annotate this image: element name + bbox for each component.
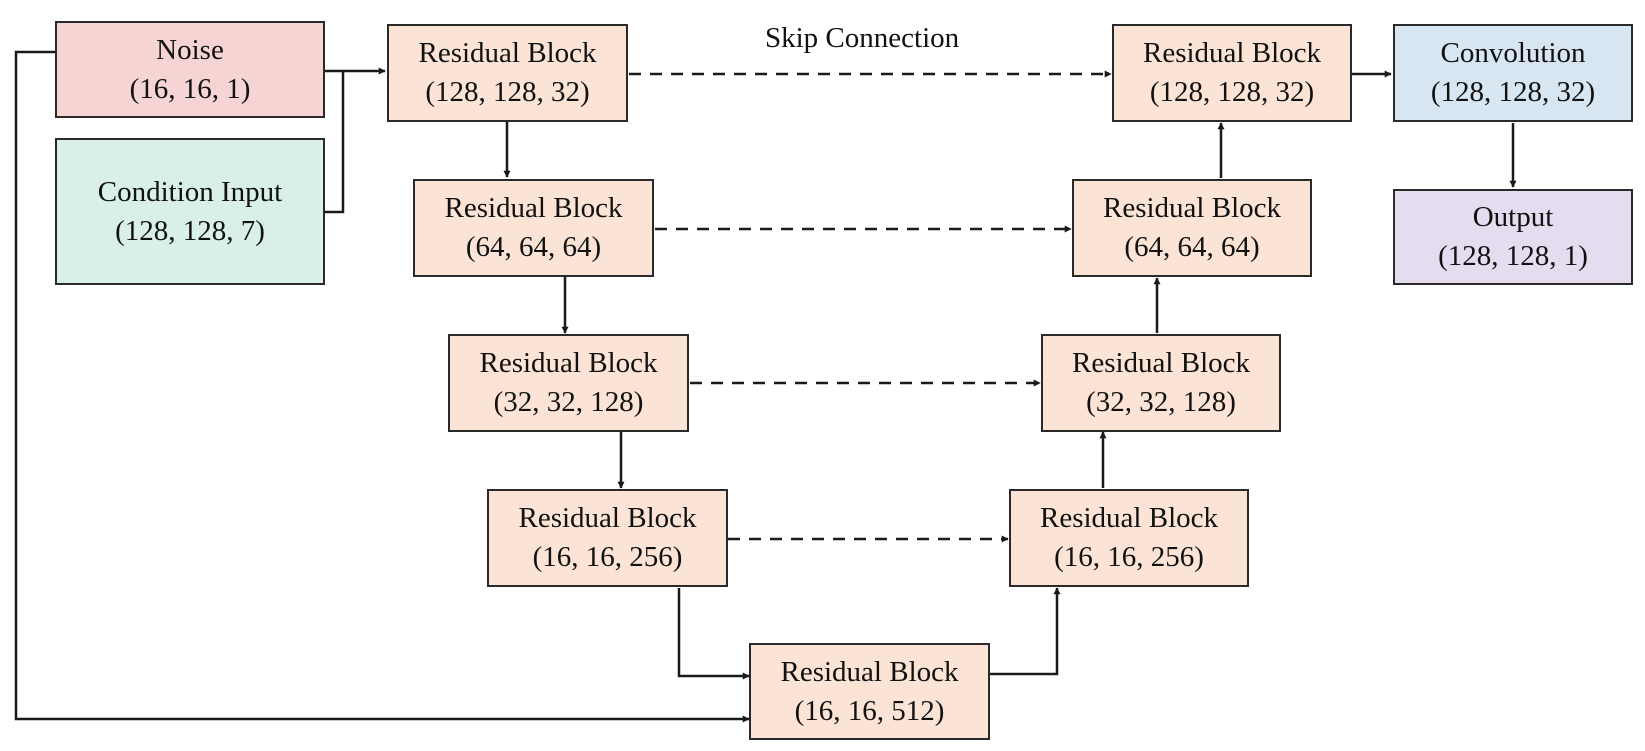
encoder-block-2-title: Residual Block [444, 192, 623, 224]
decoder-block-2: Residual Block (64, 64, 64) [1072, 179, 1312, 277]
output-title: Output [1472, 201, 1554, 233]
decoder-block-4: Residual Block (16, 16, 256) [1009, 489, 1249, 587]
condition-input-node: Condition Input (128, 128, 7) [55, 138, 325, 285]
output-node: Output (128, 128, 1) [1393, 189, 1633, 285]
condition-input-shape: (128, 128, 7) [115, 214, 265, 247]
decoder-block-1-title: Residual Block [1142, 37, 1321, 69]
decoder-block-2-title: Residual Block [1102, 192, 1281, 224]
decoder-block-3-shape: (32, 32, 128) [1086, 386, 1236, 418]
encoder-block-3: Residual Block (32, 32, 128) [448, 334, 689, 432]
bottleneck-to-dec4-edge [990, 587, 1061, 676]
encoder-block-4-shape: (16, 16, 256) [532, 541, 683, 573]
decoder-block-2-shape: (64, 64, 64) [1124, 231, 1260, 263]
encoder-block-1: Residual Block (128, 128, 32) [387, 24, 628, 122]
noise-shape: (16, 16, 1) [129, 72, 251, 105]
condition-input-title: Condition Input [97, 175, 283, 208]
skip-connection-label: Skip Connection [765, 22, 960, 54]
bottleneck-block: Residual Block (16, 16, 512) [749, 643, 990, 740]
encoder-block-3-title: Residual Block [479, 347, 658, 379]
output-shape: (128, 128, 1) [1438, 240, 1588, 272]
decoder-block-4-shape: (16, 16, 256) [1054, 541, 1204, 573]
bottleneck-block-shape: (16, 16, 512) [794, 694, 945, 727]
encoder-block-1-title: Residual Block [418, 37, 597, 69]
enc4-to-bottleneck-edge [677, 588, 750, 680]
noise-to-bottleneck-edge [14, 50, 750, 723]
decoder-block-3: Residual Block (32, 32, 128) [1041, 334, 1281, 432]
convolution-shape: (128, 128, 32) [1430, 76, 1596, 108]
encoder-block-4: Residual Block (16, 16, 256) [487, 489, 728, 587]
encoder-block-2-shape: (64, 64, 64) [465, 231, 602, 263]
encoder-block-2: Residual Block (64, 64, 64) [413, 179, 654, 277]
decoder-block-1: Residual Block (128, 128, 32) [1112, 24, 1352, 122]
convolution-node: Convolution (128, 128, 32) [1393, 24, 1633, 122]
decoder-block-1-shape: (128, 128, 32) [1149, 76, 1315, 108]
decoder-block-4-title: Residual Block [1039, 502, 1218, 534]
bottleneck-block-title: Residual Block [780, 655, 959, 688]
encoder-block-4-title: Residual Block [518, 502, 697, 534]
noise-node: Noise (16, 16, 1) [55, 21, 325, 118]
condition-merge-edge [325, 71, 345, 214]
convolution-title: Convolution [1440, 37, 1586, 69]
noise-title: Noise [156, 33, 224, 66]
encoder-block-3-shape: (32, 32, 128) [493, 386, 644, 418]
decoder-block-3-title: Residual Block [1071, 347, 1250, 379]
encoder-block-1-shape: (128, 128, 32) [425, 76, 590, 108]
